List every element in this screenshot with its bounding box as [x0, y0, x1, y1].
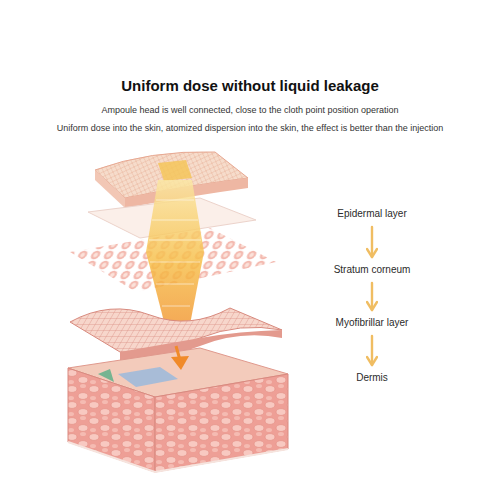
blue-patch	[118, 367, 178, 387]
layer-name: Dermis	[356, 372, 388, 384]
layer-label: Dermis	[353, 370, 391, 386]
flow-arrow	[371, 336, 373, 365]
orange-arrow-head	[171, 356, 189, 370]
block-side	[155, 374, 288, 472]
layer-label: Epidermal layer	[334, 206, 409, 222]
layer-name: Epidermal layer	[337, 208, 406, 220]
flow-arrow	[371, 283, 373, 310]
subtitle-line: Uniform dose into the skin, atomized dis…	[4, 123, 496, 134]
beam-stripes	[149, 200, 201, 326]
diagram-title: Uniform dose without liquid leakage	[0, 77, 500, 95]
flow-arrow	[371, 227, 373, 257]
ampoule-head	[158, 160, 192, 181]
slab-side	[95, 170, 125, 208]
dermis-block	[68, 346, 288, 472]
layer-name: Stratum corneum	[334, 264, 411, 276]
block-base	[68, 442, 288, 472]
subtitle-line: Ampoule head is well connected, close to…	[10, 105, 490, 116]
layer-label: Myofibrillar layer	[333, 315, 412, 331]
layer-label: Stratum corneum	[331, 262, 414, 278]
layer-name: Myofibrillar layer	[336, 317, 409, 329]
